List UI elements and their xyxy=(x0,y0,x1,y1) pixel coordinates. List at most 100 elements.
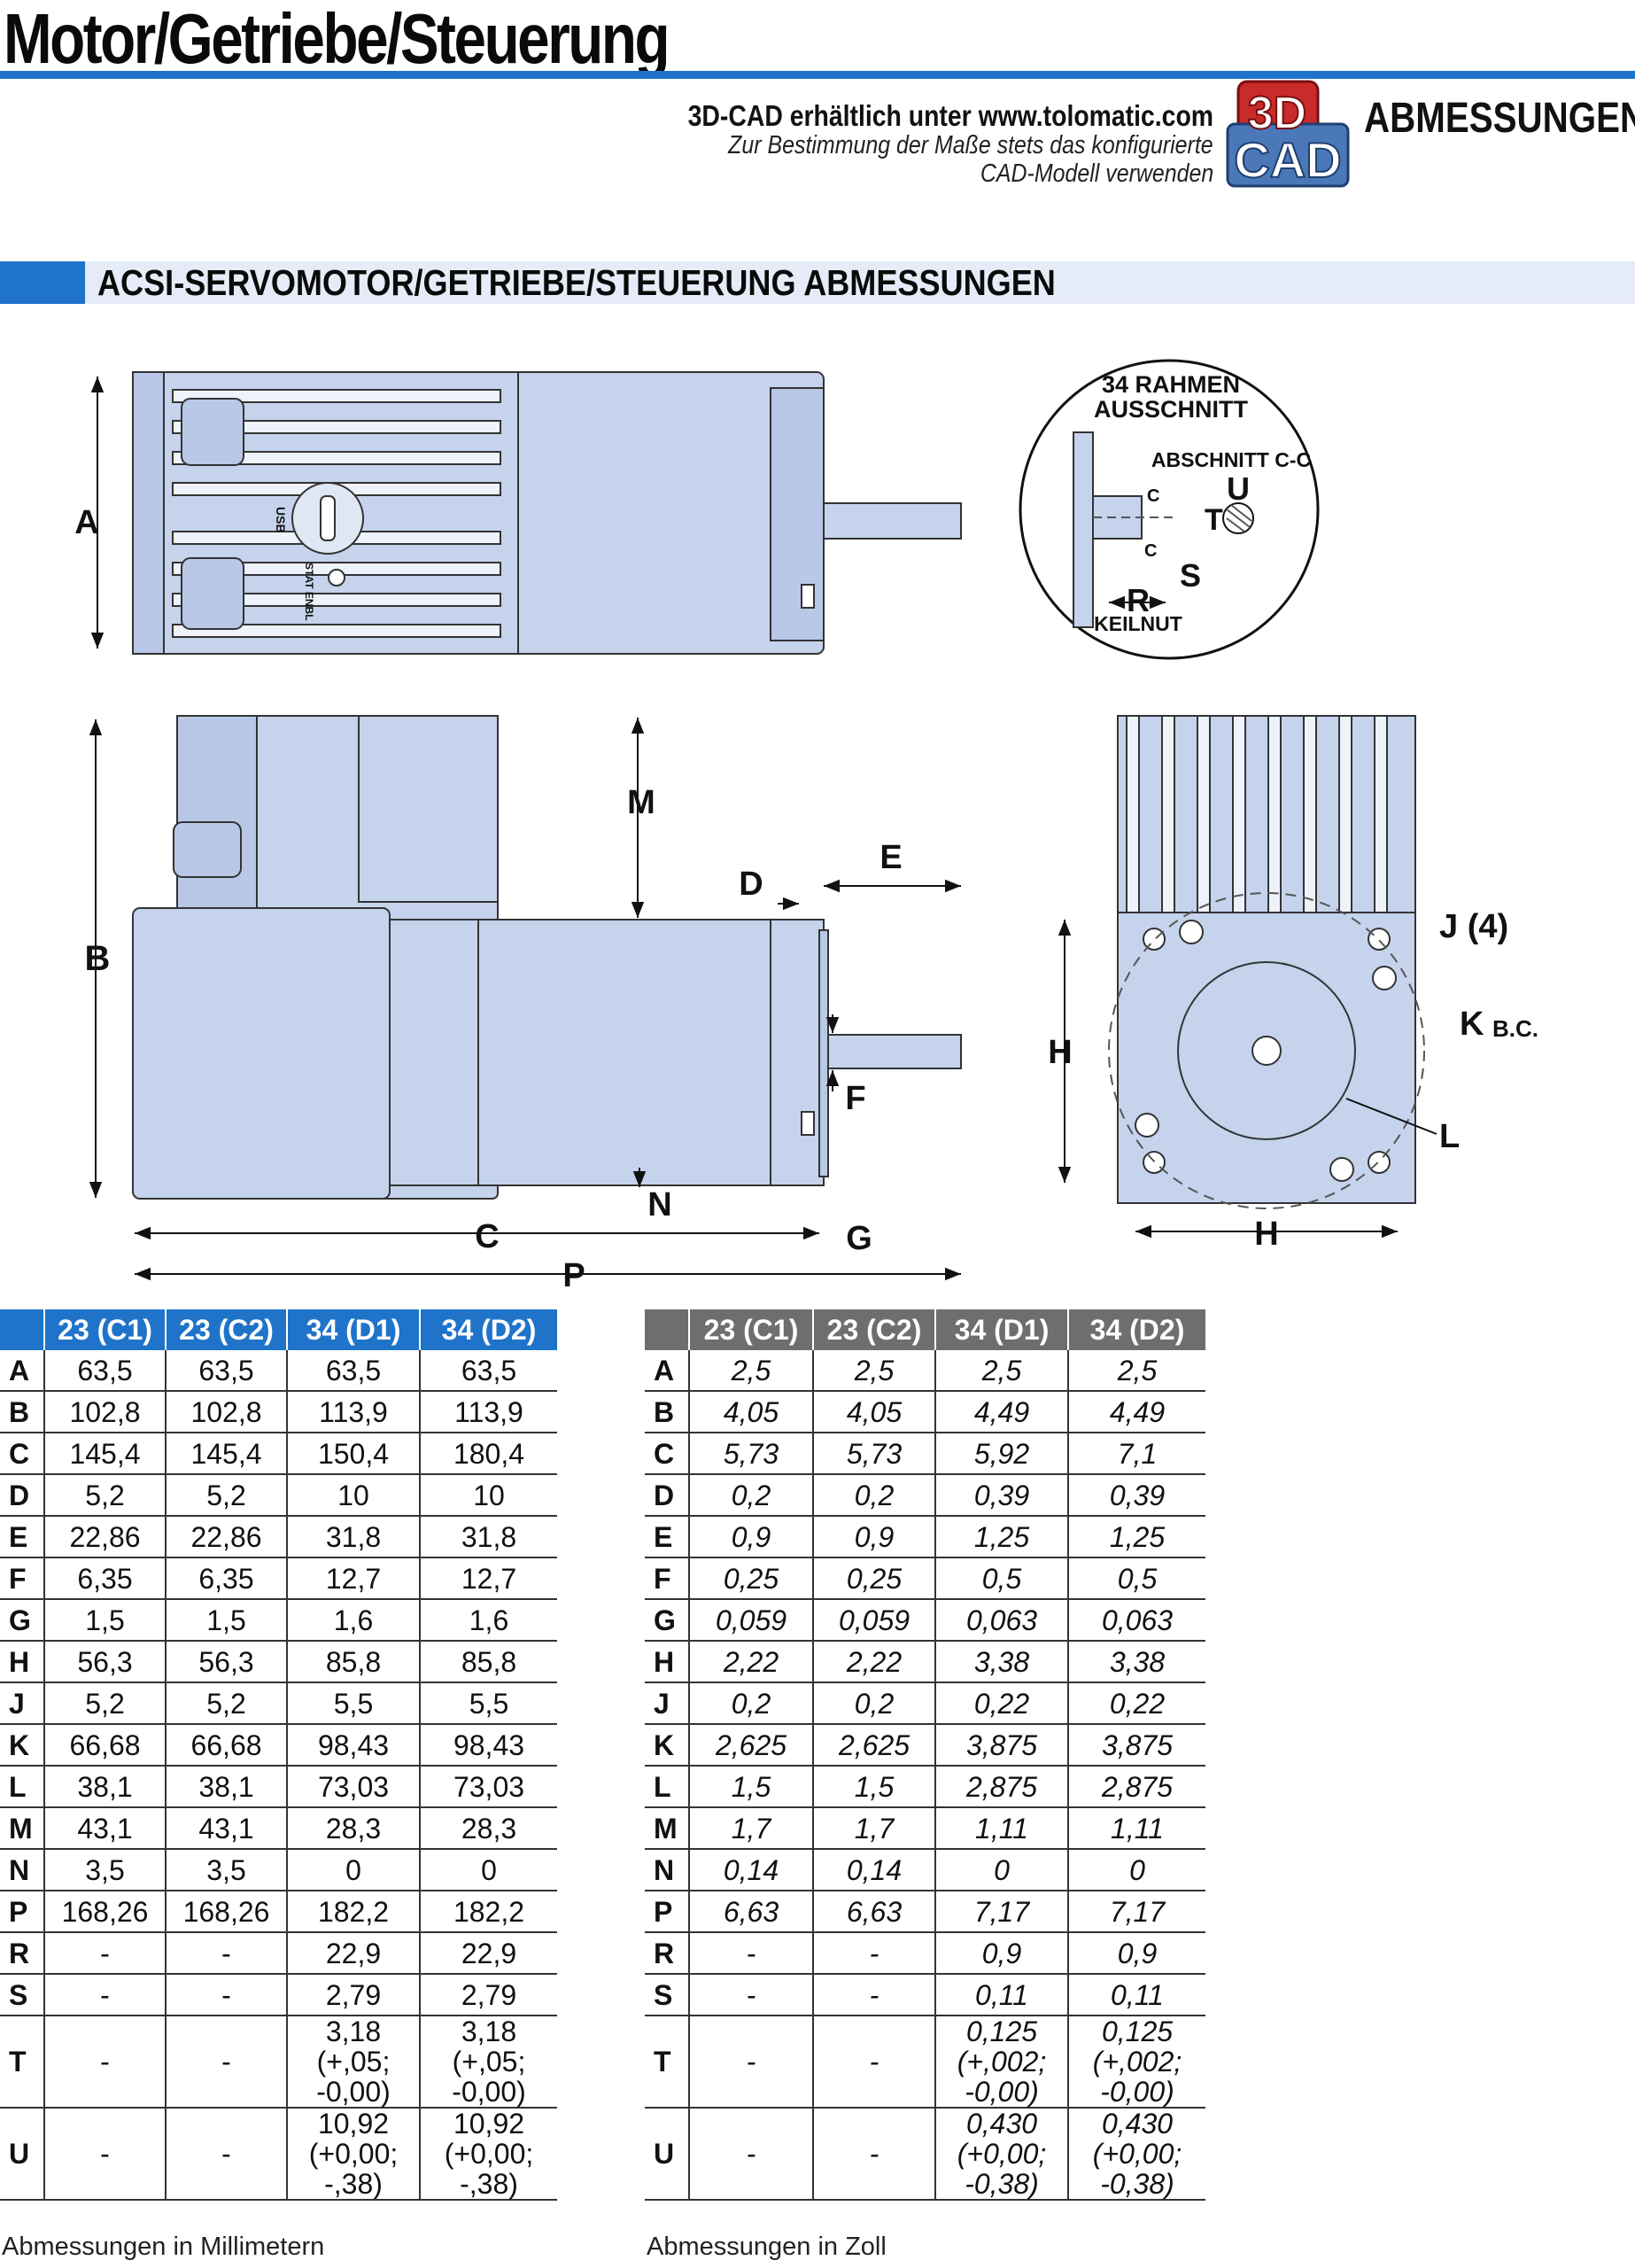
caption-millimeters: Abmessungen in Millimetern xyxy=(2,2233,325,2261)
table-cell: 0,125(+,002;-0,00) xyxy=(935,2016,1069,2109)
row-label: G xyxy=(0,1599,45,1642)
section-bar xyxy=(0,261,1635,304)
table-cell: 0,059 xyxy=(813,1599,936,1642)
row-label: J xyxy=(645,1682,690,1725)
column-header: 34 (D1) xyxy=(935,1309,1069,1350)
table-header-row: 23 (C1) 23 (C2) 34 (D1) 34 (D2) xyxy=(0,1309,557,1350)
inset-c-bottom: C xyxy=(1144,541,1157,561)
dim-label-j: J (4) xyxy=(1439,908,1508,945)
cell-line: 0,430 xyxy=(1101,2108,1174,2140)
table-cell: 6,35 xyxy=(44,1557,167,1600)
cell-line: -0,00) xyxy=(452,2076,526,2108)
table-cell: 0,14 xyxy=(813,1849,936,1891)
row-label: L xyxy=(0,1766,45,1808)
column-header: 23 (C2) xyxy=(813,1309,936,1350)
table-cell: 22,9 xyxy=(287,1932,421,1975)
status-label: STAT ENBL xyxy=(303,563,315,621)
table-cell: 6,35 xyxy=(166,1557,288,1600)
row-label: D xyxy=(645,1474,690,1517)
table-cell: 73,03 xyxy=(420,1766,557,1808)
table-cell: - xyxy=(166,2108,288,2201)
table-cell: 1,6 xyxy=(287,1599,421,1642)
table-cell: 102,8 xyxy=(44,1391,167,1433)
table-cell: 182,2 xyxy=(420,1891,557,1933)
table-cell: 0,22 xyxy=(935,1682,1069,1725)
page-title: Motor/Getriebe/Steuerung xyxy=(4,0,670,78)
inset-u-label: U xyxy=(1227,470,1250,507)
dim-label-l: L xyxy=(1439,1118,1460,1155)
table-cell: 0 xyxy=(287,1849,421,1891)
table-cell: 2,5 xyxy=(935,1350,1069,1392)
table-cell: 3,5 xyxy=(44,1849,167,1891)
inset-t-label: T xyxy=(1205,503,1223,537)
table-cell: 150,4 xyxy=(287,1433,421,1475)
cell-line: -0,38) xyxy=(1100,2168,1174,2200)
side-view xyxy=(132,715,962,1200)
table-cell: 73,03 xyxy=(287,1766,421,1808)
cell-line: 0,430 xyxy=(965,2108,1038,2140)
table-cell: - xyxy=(689,2016,814,2109)
table-cell: 5,92 xyxy=(935,1433,1069,1475)
cell-line: (+,002; xyxy=(1092,2046,1182,2078)
table-cell: 98,43 xyxy=(420,1724,557,1767)
table-cell: 5,2 xyxy=(166,1474,288,1517)
table-cell: 3,38 xyxy=(1068,1641,1205,1683)
row-label: U xyxy=(0,2108,45,2201)
table-cell: 5,5 xyxy=(287,1682,421,1725)
table-row: U--0,430(+0,00;-0,38)0,430(+0,00;-0,38) xyxy=(645,2108,1205,2201)
table-cell: 1,11 xyxy=(1068,1807,1205,1850)
table-cell: 2,5 xyxy=(1068,1350,1205,1392)
table-cell: 0,2 xyxy=(813,1682,936,1725)
table-cell: 5,73 xyxy=(689,1433,814,1475)
table-cell: 0,125(+,002;-0,00) xyxy=(1068,2016,1205,2109)
cell-line: 10,92 xyxy=(317,2108,390,2140)
table-cell: 56,3 xyxy=(166,1641,288,1683)
section-label: ABMESSUNGEN xyxy=(1364,95,1635,142)
row-label: B xyxy=(645,1391,690,1433)
table-cell: 0,059 xyxy=(689,1599,814,1642)
table-cell: 3,875 xyxy=(935,1724,1069,1767)
table-cell: 0,5 xyxy=(935,1557,1069,1600)
dim-label-k-suffix: B.C. xyxy=(1492,1015,1538,1042)
row-label: T xyxy=(0,2016,45,2109)
table-cell: 12,7 xyxy=(287,1557,421,1600)
row-label: J xyxy=(0,1682,45,1725)
row-label: N xyxy=(645,1849,690,1891)
table-cell: - xyxy=(166,1974,288,2016)
cad-availability-text: 3D-CAD erhältlich unter www.tolomatic.co… xyxy=(687,99,1213,132)
row-label: L xyxy=(645,1766,690,1808)
cad-note-line2: CAD-Modell verwenden xyxy=(980,159,1213,188)
table-cell: 85,8 xyxy=(287,1641,421,1683)
header-blank xyxy=(645,1309,690,1350)
row-label: F xyxy=(0,1557,45,1600)
table-cell: 102,8 xyxy=(166,1391,288,1433)
row-label: U xyxy=(645,2108,690,2201)
dim-label-m: M xyxy=(627,784,655,821)
table-cell: 2,875 xyxy=(1068,1766,1205,1808)
row-label: K xyxy=(0,1724,45,1767)
table-cell: 182,2 xyxy=(287,1891,421,1933)
table-cell: 85,8 xyxy=(420,1641,557,1683)
section-bar-accent xyxy=(0,261,85,304)
table-cell: - xyxy=(813,1974,936,2016)
table-cell: 28,3 xyxy=(420,1807,557,1850)
table-cell: 98,43 xyxy=(287,1724,421,1767)
inset-title-2: AUSSCHNITT xyxy=(1094,396,1249,423)
cell-line: 0,125 xyxy=(965,2016,1038,2047)
table-cell: 113,9 xyxy=(420,1391,557,1433)
table-cell: 4,05 xyxy=(689,1391,814,1433)
